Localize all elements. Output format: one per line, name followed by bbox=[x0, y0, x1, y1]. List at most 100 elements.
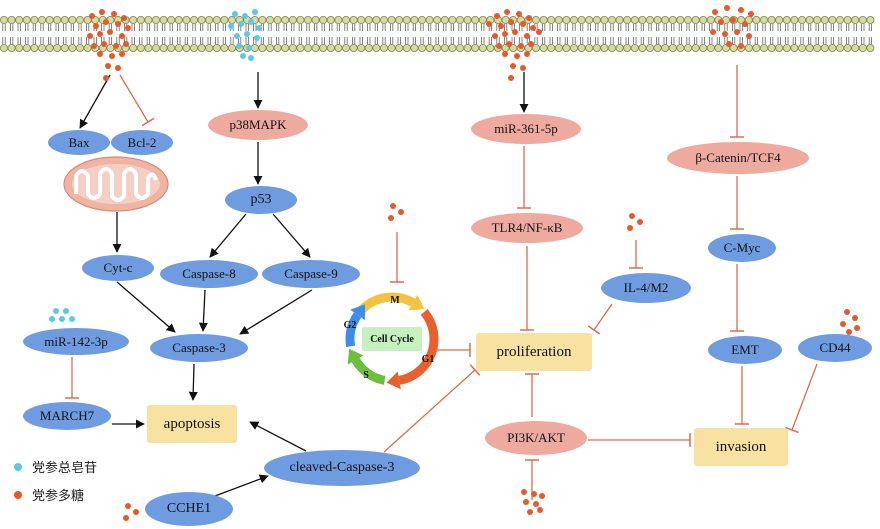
lipid-head bbox=[782, 44, 791, 53]
lipid-head bbox=[189, 44, 198, 53]
lipid-head bbox=[273, 44, 282, 53]
lipid-head bbox=[45, 44, 54, 53]
lipid-head bbox=[60, 44, 69, 53]
activation-arrow bbox=[249, 421, 307, 452]
compound-dot bbox=[844, 309, 850, 315]
lipid-head bbox=[136, 15, 145, 24]
lipid-head bbox=[220, 15, 229, 24]
compound-dot bbox=[629, 213, 635, 219]
compound-dot bbox=[125, 503, 131, 509]
lipid-head bbox=[600, 44, 609, 53]
node-bcatenin: β-Catenin/TCF4 bbox=[667, 142, 809, 174]
compound-dot bbox=[724, 5, 730, 11]
compound-dot bbox=[97, 51, 103, 57]
lipid-head bbox=[76, 15, 85, 24]
lipid-head bbox=[0, 15, 8, 24]
lipid-head bbox=[684, 44, 693, 53]
compound-dot bbox=[536, 29, 542, 35]
lipid-head bbox=[554, 44, 563, 53]
lipid-head bbox=[836, 44, 845, 53]
lipid-head bbox=[653, 44, 662, 53]
lipid-head bbox=[167, 15, 176, 24]
compound-dot bbox=[527, 509, 533, 515]
activation-arrow bbox=[209, 213, 247, 258]
lipid-head bbox=[53, 44, 62, 53]
lipid-head bbox=[661, 15, 670, 24]
compound-dot bbox=[234, 33, 240, 39]
lipid-head bbox=[349, 44, 358, 53]
lipid-head bbox=[767, 15, 776, 24]
lipid-head bbox=[448, 15, 457, 24]
compound-dot bbox=[119, 33, 125, 39]
lipid-head bbox=[691, 15, 700, 24]
lipid-head bbox=[706, 15, 715, 24]
node-p38mapk: p38MAPK bbox=[208, 110, 308, 140]
lipid-head bbox=[288, 15, 297, 24]
lipid-head bbox=[227, 15, 236, 24]
compound-dot bbox=[238, 21, 244, 27]
compound-dot bbox=[494, 13, 500, 19]
lipid-head bbox=[364, 44, 373, 53]
node-caspase8: Caspase-8 bbox=[160, 260, 258, 288]
node-cd44: CD44 bbox=[798, 334, 872, 362]
lipid-head bbox=[562, 15, 571, 24]
lipid-head bbox=[144, 15, 153, 24]
lipid-head bbox=[319, 15, 328, 24]
compound-dot bbox=[123, 515, 129, 521]
lipid-head bbox=[387, 15, 396, 24]
node-proliferation: proliferation bbox=[476, 333, 592, 371]
lipid-head bbox=[364, 15, 373, 24]
compound-dot bbox=[846, 329, 852, 335]
compound-dot bbox=[486, 21, 492, 27]
compound-dot bbox=[524, 51, 530, 57]
inhibition-line bbox=[791, 363, 818, 431]
legend-polysaccharide-label: 党参多糖 bbox=[32, 489, 85, 504]
lipid-head bbox=[303, 44, 312, 53]
lipid-head bbox=[379, 15, 388, 24]
compound-dot bbox=[254, 35, 260, 41]
lipid-head bbox=[623, 44, 632, 53]
mitochondrion-cristae bbox=[74, 167, 158, 202]
lipid-head bbox=[357, 44, 366, 53]
compound-dot bbox=[123, 41, 129, 47]
compound-dot bbox=[508, 19, 514, 25]
lipid-head bbox=[395, 15, 404, 24]
compound-dot bbox=[53, 308, 59, 314]
compound-dot bbox=[252, 9, 258, 15]
lipid-head bbox=[395, 44, 404, 53]
arc-g1 bbox=[398, 309, 439, 385]
activation-arrow bbox=[188, 363, 198, 401]
lipid-head bbox=[379, 44, 388, 53]
compound-dot bbox=[248, 19, 254, 25]
node-cleaved-caspase3: cleaved-Caspase-3 bbox=[264, 450, 420, 486]
lipid-head bbox=[486, 44, 495, 53]
lipid-head bbox=[630, 15, 639, 24]
lipid-head bbox=[205, 44, 214, 53]
compound-dot bbox=[97, 31, 103, 37]
lipid-head bbox=[752, 15, 761, 24]
lipid-head bbox=[15, 15, 24, 24]
lipid-head bbox=[212, 15, 221, 24]
lipid-head bbox=[828, 44, 837, 53]
lipid-head bbox=[402, 15, 411, 24]
lipid-head bbox=[813, 15, 822, 24]
lipid-head bbox=[699, 15, 708, 24]
lipid-head bbox=[752, 44, 761, 53]
lipid-head bbox=[265, 44, 274, 53]
compound-dot bbox=[101, 41, 107, 47]
compound-dot bbox=[510, 63, 516, 69]
compound-dot bbox=[115, 65, 121, 71]
activation-arrow bbox=[198, 289, 208, 332]
node-il4: IL-4/M2 bbox=[601, 273, 691, 303]
compound-dot bbox=[526, 15, 532, 21]
activation-arrow bbox=[79, 74, 111, 129]
arc-s-head bbox=[347, 348, 364, 365]
compound-dot bbox=[726, 41, 732, 47]
lipid-head bbox=[455, 44, 464, 53]
compound-dot bbox=[512, 29, 518, 35]
legend-polysaccharide: 党参多糖 bbox=[14, 485, 84, 504]
node-p53: p53 bbox=[225, 186, 297, 214]
compound-dot bbox=[242, 13, 248, 19]
lipid-head bbox=[258, 44, 267, 53]
